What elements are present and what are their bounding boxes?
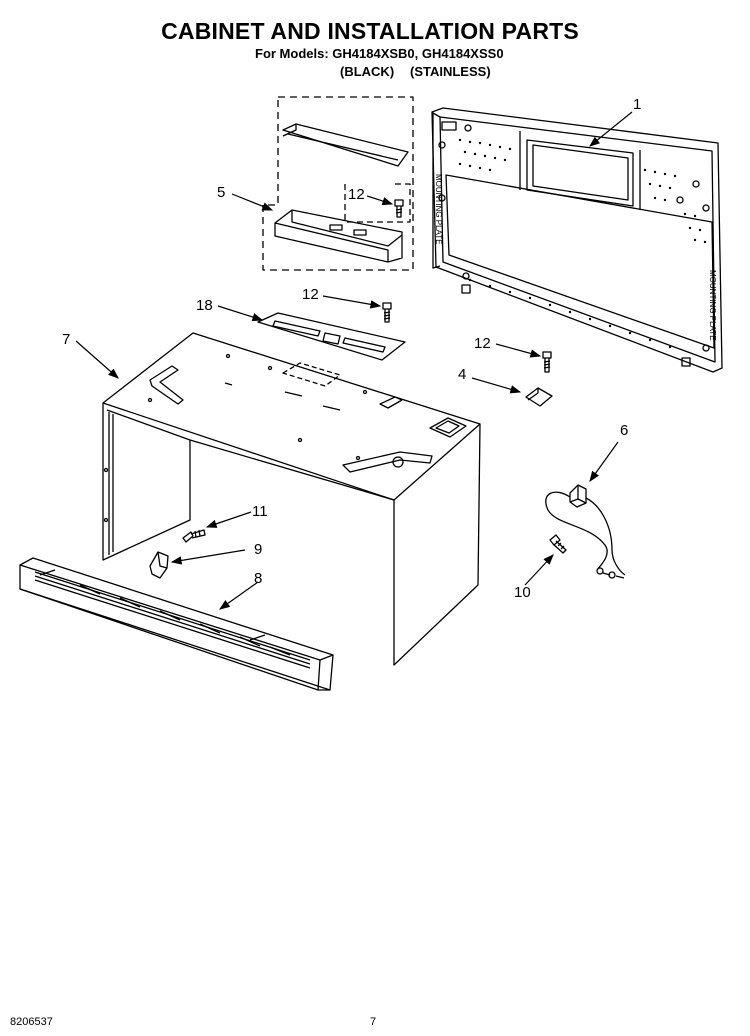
callout-9: 9	[254, 541, 263, 558]
variant-black: (BLACK)	[340, 64, 395, 79]
screw-12-icon	[394, 199, 404, 218]
part-8-vent-grille	[19, 557, 334, 691]
callout-5: 5	[217, 184, 226, 201]
callout-8: 8	[254, 570, 263, 587]
part-7-cabinet	[102, 332, 481, 666]
callout-4: 4	[458, 366, 467, 383]
models-line: For Models: GH4184XSB0, GH4184XSS0	[255, 46, 504, 61]
doc-number: 8206537	[10, 1016, 53, 1028]
screw-11-icon	[182, 529, 206, 543]
part-4-bracket	[525, 387, 553, 407]
plate-perforations	[458, 138, 707, 349]
part-1-mounting-plate	[431, 107, 723, 373]
callout-12-top: 12	[348, 186, 365, 203]
callout-7: 7	[62, 331, 71, 348]
screw-10-icon	[549, 534, 567, 554]
callout-11: 11	[252, 503, 268, 520]
callout-6: 6	[620, 422, 629, 439]
variant-stainless: (STAINLESS)	[410, 64, 491, 79]
callout-12-right: 12	[474, 335, 491, 352]
part-9-clip	[149, 551, 169, 579]
page-number: 7	[370, 1016, 377, 1028]
screw-12-right-icon	[542, 351, 552, 373]
page-title: CABINET AND INSTALLATION PARTS	[161, 18, 579, 44]
plate-label-side: MOUNTING PLATE	[434, 174, 443, 245]
callout-18: 18	[196, 297, 213, 314]
plate-label-bottom: MOUNTING PLATE	[708, 270, 717, 341]
leader-arrows	[75, 111, 633, 610]
part-5-group	[262, 96, 414, 271]
callout-12-mid: 12	[302, 286, 319, 303]
callout-10: 10	[514, 584, 531, 601]
part-18-plate	[257, 312, 406, 361]
screw-12-mid-icon	[382, 302, 392, 323]
part-6-thermal-switch	[545, 484, 626, 579]
callout-1: 1	[633, 96, 642, 113]
